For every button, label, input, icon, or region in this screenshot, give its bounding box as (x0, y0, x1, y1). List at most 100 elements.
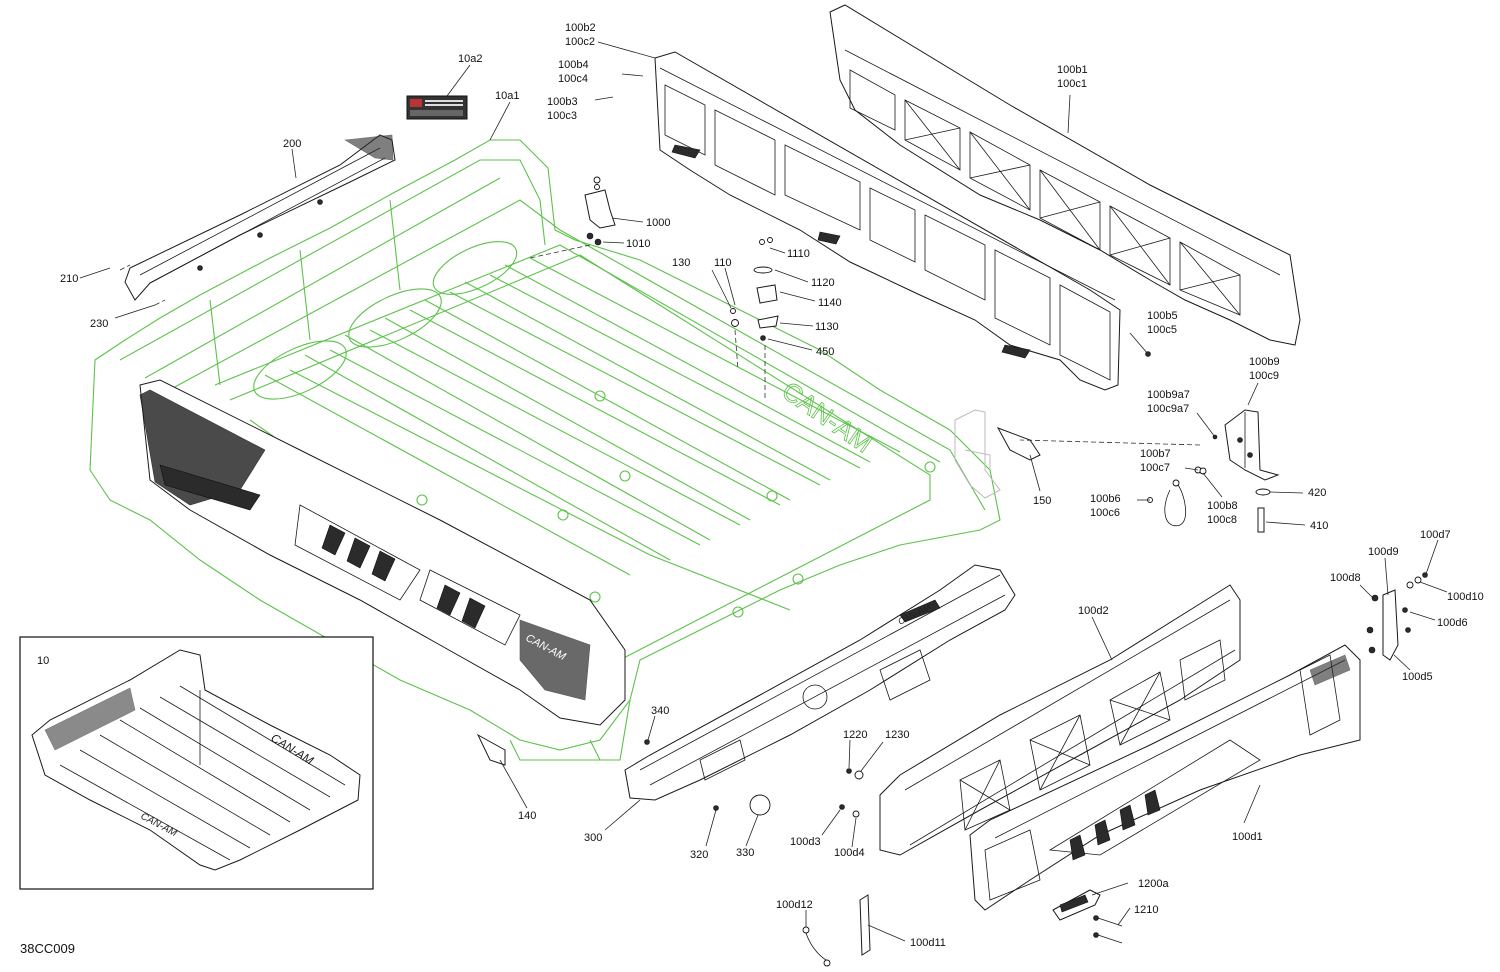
callout-line: 100b5 (1147, 310, 1178, 322)
callout-1120: 1120 (811, 277, 835, 289)
callout-100d12: 100d12 (776, 899, 813, 911)
callout-line: 450 (816, 346, 834, 358)
callout-210: 210 (60, 273, 78, 285)
callout-1210: 1210 (1134, 904, 1158, 916)
callout-300: 300 (584, 832, 602, 844)
callout-line: 1230 (885, 729, 909, 741)
callout-line: 100c8 (1207, 514, 1237, 526)
callout-1000: 1000 (646, 217, 670, 229)
callout-line: 100b8 (1207, 500, 1238, 512)
tailgate-inner-100d2 (879, 584, 1241, 856)
callout-line: 100d9 (1368, 546, 1399, 558)
callout-line: 1220 (843, 729, 867, 741)
callout-line: 100d7 (1420, 529, 1451, 541)
callout-110: 110 (714, 257, 732, 269)
hinge-bracket-100b9 (1224, 409, 1280, 481)
callout-line: 100b2 (565, 22, 596, 34)
headache-rack-inner-100b2 (654, 51, 1121, 391)
callout-line: 100d1 (1232, 831, 1263, 843)
callout-line: 330 (736, 847, 754, 859)
callout-line: 100c5 (1147, 324, 1177, 336)
callout-line: 1200a (1138, 878, 1169, 890)
headache-rack-outer-100b1 (829, 4, 1301, 346)
hardware-1220-1230 (839, 768, 864, 818)
callout-line: 1120 (811, 277, 835, 289)
callout-10a1: 10a1 (495, 90, 519, 102)
bracket-100d11 (859, 894, 871, 956)
callout-line: 100b3 (547, 96, 578, 108)
callout-200: 200 (283, 138, 301, 150)
callout-130: 130 (672, 257, 690, 269)
callout-1230: 1230 (885, 729, 909, 741)
cargo-box-tub: CAN-AM (89, 139, 1001, 761)
cable-and-pins (1145, 351, 1271, 533)
callout-line: 410 (1310, 520, 1328, 532)
callout-1220: 1220 (843, 729, 867, 741)
callout-line: 100b9 (1249, 356, 1280, 368)
callout-1140: 1140 (818, 297, 842, 309)
callout-100d2: 100d2 (1078, 605, 1109, 617)
callout-100b3: 100b3 100c3 (547, 96, 578, 122)
leader-lines (79, 41, 1448, 942)
cable-100d12 (802, 926, 831, 967)
callout-labels: 10a2 10a1 200 210 230 1000 1010 130 110 … (60, 22, 1484, 949)
callout-line: 100d12 (776, 899, 813, 911)
callout-line: 210 (60, 273, 78, 285)
callout-line: 1010 (626, 238, 650, 250)
callout-100b6: 100b6 100c6 (1090, 493, 1121, 519)
callout-line: 100d3 (790, 836, 821, 848)
callout-420: 420 (1308, 487, 1326, 499)
callout-line: 320 (690, 849, 708, 861)
callout-line: 100b6 (1090, 493, 1121, 505)
callout-line: 1210 (1134, 904, 1158, 916)
callout-line: 100b9a7 (1147, 389, 1190, 401)
callout-line: 100d10 (1447, 591, 1484, 603)
rear-bumper-300: CAN-AM (624, 564, 1016, 816)
callout-line: 150 (1033, 495, 1051, 507)
callout-100d5: 100d5 (1402, 671, 1433, 683)
callout-line: 1000 (646, 217, 670, 229)
callout-line: 10a2 (458, 53, 482, 65)
callout-line: 1140 (818, 297, 842, 309)
warning-decal (406, 95, 468, 120)
callout-line: 100c6 (1090, 507, 1120, 519)
callout-100d1: 100d1 (1232, 831, 1263, 843)
callout-10a2: 10a2 (458, 53, 482, 65)
callout-line: 10a1 (495, 90, 519, 102)
bed-rail-200 (124, 134, 396, 301)
callout-450: 450 (816, 346, 834, 358)
callout-100b5: 100b5 100c5 (1147, 310, 1178, 336)
hinge-bracket-ghost (954, 409, 1001, 499)
pad-140 (476, 733, 506, 766)
callout-line: 100c9a7 (1147, 403, 1189, 415)
callout-230: 230 (90, 318, 108, 330)
tailgate-outer-100d1 (969, 644, 1361, 911)
callout-line: 200 (283, 138, 301, 150)
callout-100d9: 100d9 (1368, 546, 1399, 558)
callout-100d7: 100d7 (1420, 529, 1451, 541)
hardware-1000-bracket (584, 176, 616, 246)
callout-line: 420 (1308, 487, 1326, 499)
callout-410: 410 (1310, 520, 1328, 532)
callout-140: 140 (518, 810, 536, 822)
callout-line: 100d2 (1078, 605, 1109, 617)
inset-assembled-view: CAN-AM CAN-AM 10 (19, 636, 374, 890)
callout-line: 100c3 (547, 110, 577, 122)
callout-1200a: 1200a (1138, 878, 1169, 890)
callout-100d11: 100d11 (910, 937, 946, 949)
inset-label: 10 (37, 655, 49, 667)
callout-line: 300 (584, 832, 602, 844)
callout-line: 100c4 (558, 73, 588, 85)
hardware-cluster-110-1140 (730, 237, 779, 341)
callout-line: 340 (651, 705, 669, 717)
callout-line: 100d6 (1437, 617, 1468, 629)
callout-line: 100c9 (1249, 370, 1279, 382)
callout-line: 100d11 (910, 937, 946, 949)
callout-1130: 1130 (815, 321, 839, 333)
callout-340: 340 (651, 705, 669, 717)
latch-1200a (1052, 889, 1123, 944)
